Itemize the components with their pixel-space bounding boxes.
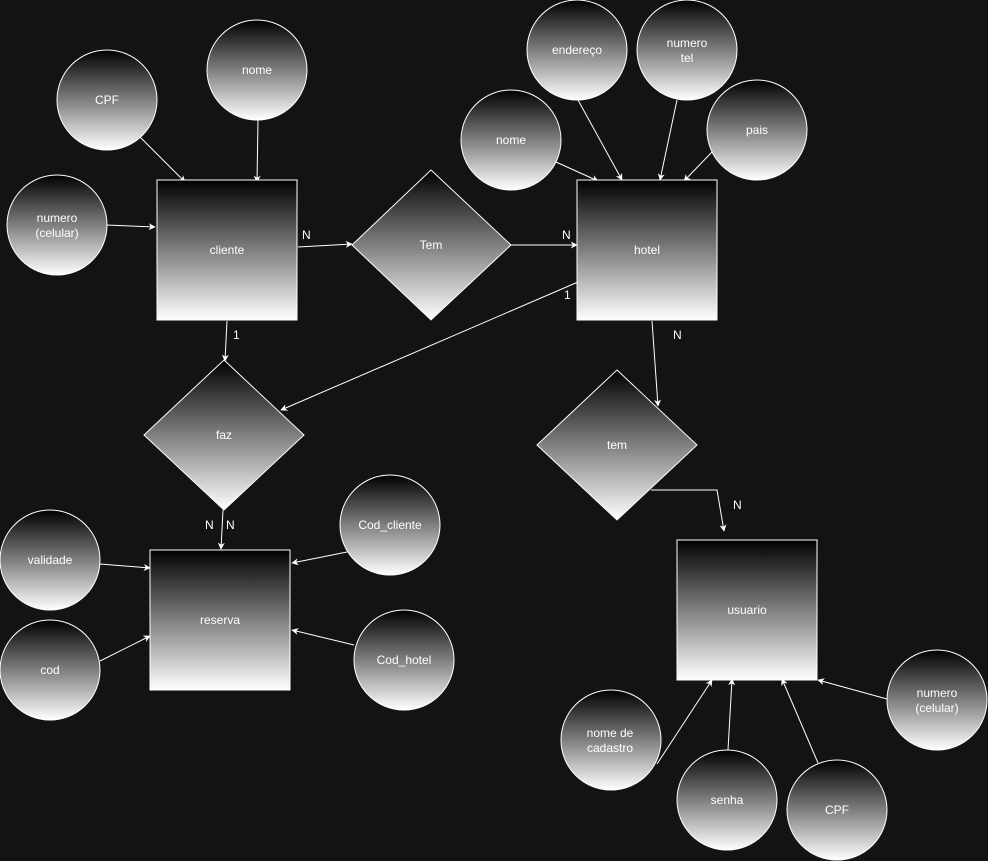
edge-hotel-faz <box>280 281 579 411</box>
relationship-tem-cliente-hotel[interactable]: Tem <box>351 169 512 321</box>
cardinality-cliente-faz: 1 <box>233 328 240 342</box>
relationship-label: Tem <box>420 238 443 252</box>
entity-usuario[interactable]: usuario <box>676 539 818 681</box>
entity-label: usuario <box>727 603 767 617</box>
attribute-reserva-validade[interactable]: validade <box>0 509 101 611</box>
edge-nomecadastro-usuario <box>656 679 713 765</box>
entity-label: reserva <box>200 613 240 627</box>
entity-cliente[interactable]: cliente <box>156 179 298 321</box>
attribute-hotel-nome[interactable]: nome <box>460 89 562 191</box>
attribute-label: nome <box>496 133 526 147</box>
attribute-label-line1: numero <box>37 211 78 225</box>
edge-cpf-usuario <box>781 678 819 764</box>
relationship-label: faz <box>216 428 232 442</box>
edge-numero-cliente <box>105 223 156 231</box>
cardinality-tem-hotel: N <box>562 228 571 242</box>
edge-hotel-tem <box>651 320 662 407</box>
attribute-cliente-nome[interactable]: nome <box>206 19 308 121</box>
cardinality-hotel-faz: 1 <box>564 288 571 302</box>
cardinality-faz-reserva-right: N <box>226 518 235 532</box>
edge-cod-reserva <box>99 635 151 662</box>
attribute-reserva-cod-hotel[interactable]: Cod_hotel <box>353 609 455 711</box>
edge-codcliente-reserva <box>291 551 348 566</box>
edge-faz-reserva <box>217 509 225 550</box>
attribute-label: endereço <box>552 43 602 57</box>
entity-reserva[interactable]: reserva <box>149 549 291 691</box>
cardinalities: N N 1 1 N N N N <box>205 228 742 532</box>
attribute-cliente-numero[interactable]: numero (celular) <box>6 174 108 276</box>
entity-label: hotel <box>634 243 660 257</box>
attribute-usuario-cpf[interactable]: CPF <box>786 759 888 861</box>
attribute-hotel-endereco[interactable]: endereço <box>526 0 628 101</box>
attribute-label-line2: (celular) <box>35 226 78 240</box>
attribute-label: cod <box>40 663 59 677</box>
attribute-label-line2: cadastro <box>587 741 633 755</box>
edge-endereco-hotel <box>577 99 623 181</box>
edge-numtel-hotel <box>657 99 678 181</box>
entity-label: cliente <box>210 243 245 257</box>
edge-numero-usuario <box>817 678 888 700</box>
attribute-label: senha <box>711 793 744 807</box>
edge-cliente-faz <box>221 320 229 362</box>
edge-cpf-cliente <box>139 136 186 183</box>
attribute-label: CPF <box>825 803 849 817</box>
attribute-label-line2: tel <box>681 51 694 65</box>
relationship-faz[interactable]: faz <box>143 359 305 511</box>
edge-codhotel-reserva <box>291 628 355 646</box>
attribute-usuario-numero[interactable]: numero (celular) <box>886 649 988 751</box>
cardinality-tem-usuario: N <box>733 498 742 512</box>
cardinality-faz-reserva-left: N <box>205 518 214 532</box>
attribute-hotel-pais[interactable]: pais <box>706 79 808 181</box>
attribute-cliente-cpf[interactable]: CPF <box>56 49 158 151</box>
attribute-label: Cod_hotel <box>377 653 432 667</box>
edge-cliente-tem <box>297 240 353 248</box>
attribute-label-line2: (celular) <box>915 701 958 715</box>
attribute-label: nome <box>242 63 272 77</box>
attribute-usuario-nome-cadastro[interactable]: nome de cadastro <box>560 689 662 791</box>
attribute-label: pais <box>746 123 768 137</box>
edge-pais-hotel <box>683 151 713 182</box>
attribute-reserva-cod-cliente[interactable]: Cod_cliente <box>339 474 441 576</box>
attribute-label: validade <box>28 553 73 567</box>
attribute-hotel-numero-tel[interactable]: numero tel <box>636 0 738 101</box>
attribute-label: Cod_cliente <box>358 518 422 532</box>
entity-hotel[interactable]: hotel <box>576 179 718 321</box>
edge-validade-reserva <box>99 563 151 571</box>
cardinality-hotel-tem: N <box>673 328 682 342</box>
attribute-label-line1: numero <box>667 36 708 50</box>
edge-tem-usuario <box>651 489 727 532</box>
edges <box>99 99 888 765</box>
attribute-label: CPF <box>95 93 119 107</box>
attribute-usuario-senha[interactable]: senha <box>676 749 778 851</box>
edge-hnome-hotel <box>555 161 599 182</box>
cardinality-cliente-tem: N <box>302 228 311 242</box>
relationship-tem-hotel-usuario[interactable]: tem <box>536 369 698 521</box>
edge-nome-cliente <box>253 119 261 183</box>
attribute-label-line1: numero <box>917 686 958 700</box>
edge-senha-usuario <box>727 678 736 751</box>
attribute-label-line1: nome de <box>587 726 634 740</box>
attribute-reserva-cod[interactable]: cod <box>0 619 101 721</box>
relationship-label: tem <box>607 438 627 452</box>
